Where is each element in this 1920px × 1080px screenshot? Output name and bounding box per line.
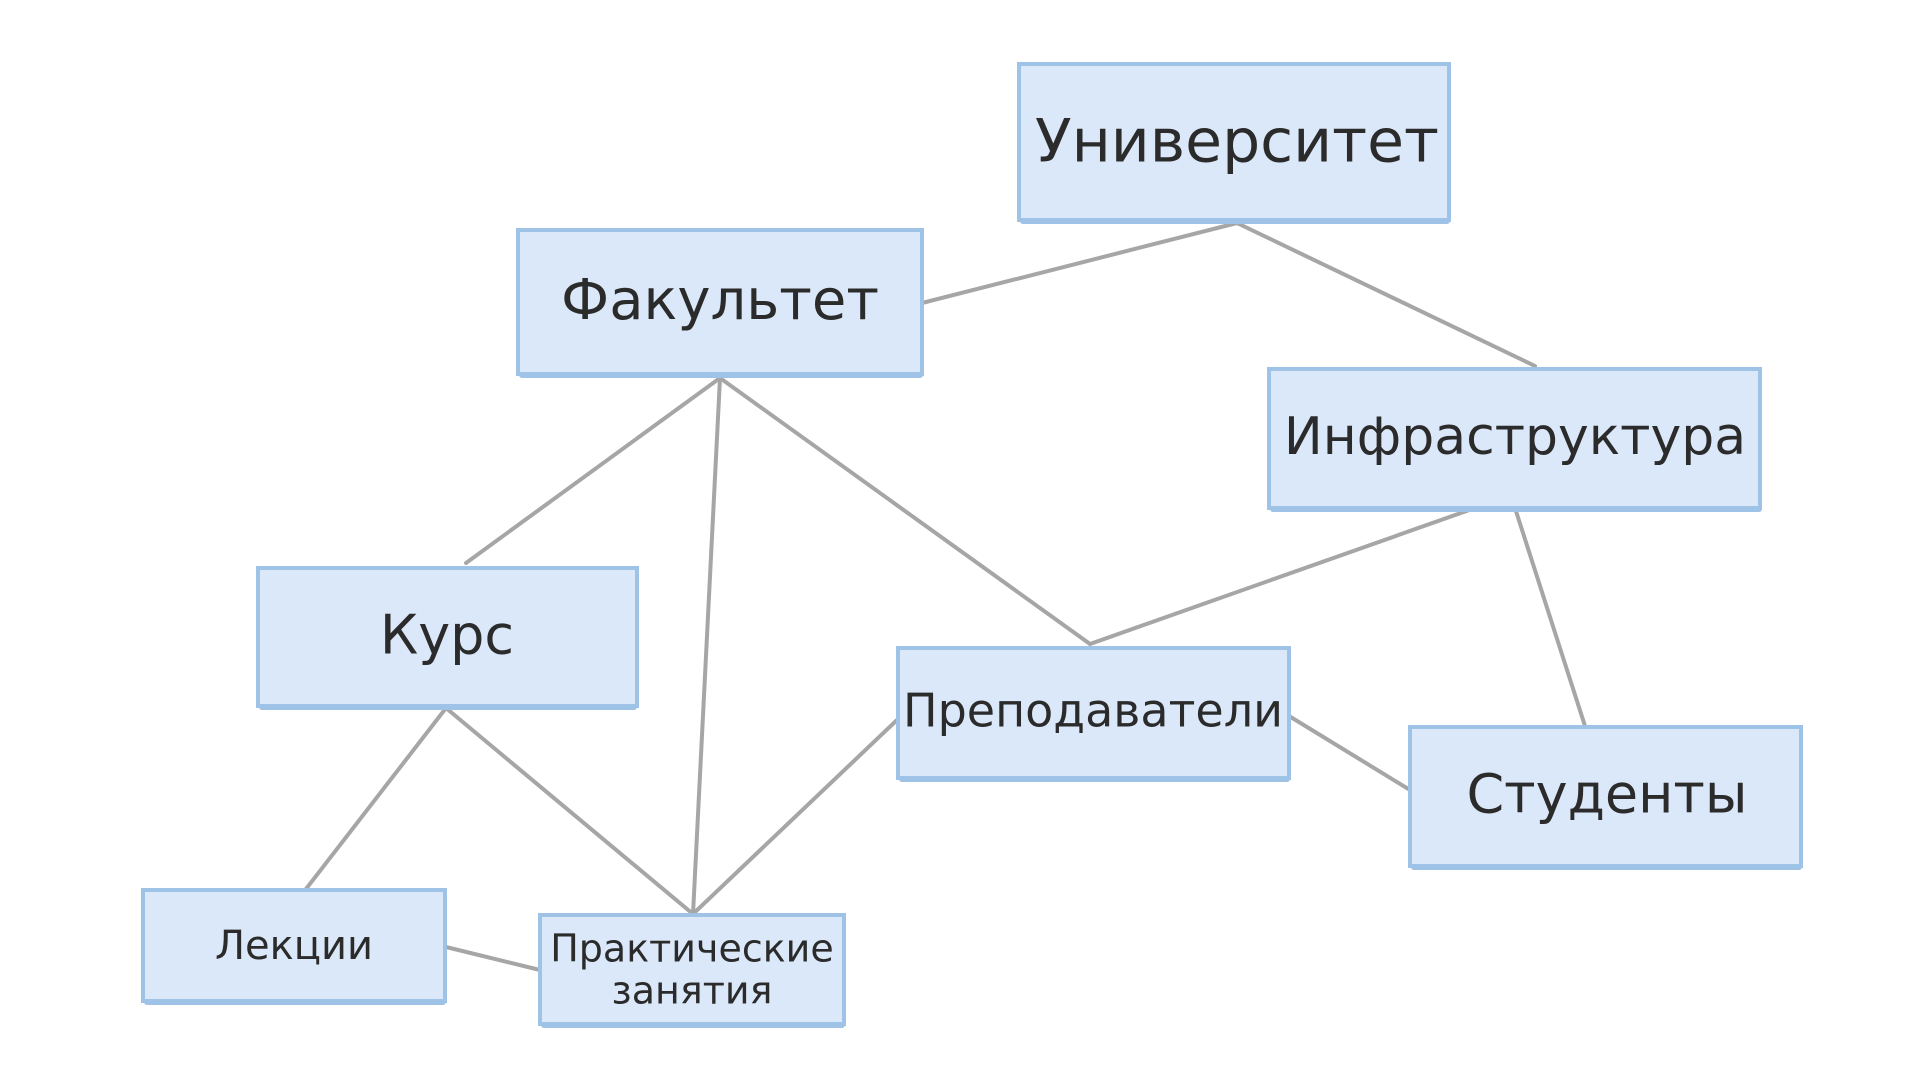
edge-course-lectures — [304, 706, 448, 891]
node-lectures[interactable]: Лекции — [141, 888, 447, 1005]
node-infrastructure-label: Инфраструктура — [1284, 407, 1746, 467]
node-university-label: Университет — [1035, 107, 1439, 177]
node-students-label: Студенты — [1466, 763, 1747, 826]
edge-lectures-practice — [444, 945, 542, 972]
node-practice-label-line1: Практические — [550, 927, 834, 971]
edge-faculty-practice — [691, 376, 722, 916]
edge-faculty-teachers — [718, 376, 1092, 646]
node-teachers[interactable]: Преподаватели — [896, 646, 1291, 782]
node-students[interactable]: Студенты — [1408, 725, 1803, 870]
node-practice[interactable]: Практические занятия — [538, 913, 846, 1028]
edge-university-faculty — [920, 221, 1239, 305]
edge-teachers-students — [1287, 714, 1412, 792]
node-faculty-label: Факультет — [561, 268, 879, 333]
edges — [304, 221, 1587, 972]
node-course-label: Курс — [380, 604, 514, 667]
node-faculty[interactable]: Факультет — [516, 228, 924, 378]
edge-infrastructure-students — [1513, 506, 1587, 728]
node-practice-label-line2: занятия — [612, 969, 773, 1013]
node-lectures-label: Лекции — [215, 923, 373, 969]
node-teachers-label: Преподаватели — [903, 684, 1283, 738]
edge-university-infrastructure — [1235, 221, 1537, 368]
edge-infrastructure-teachers — [1088, 506, 1477, 646]
edge-course-practice — [444, 706, 695, 916]
node-university[interactable]: Университет — [1017, 62, 1451, 224]
edge-faculty-course — [464, 376, 722, 565]
node-infrastructure[interactable]: Инфраструктура — [1267, 367, 1762, 512]
node-course[interactable]: Курс — [256, 566, 639, 710]
edge-teachers-practice — [691, 718, 899, 916]
